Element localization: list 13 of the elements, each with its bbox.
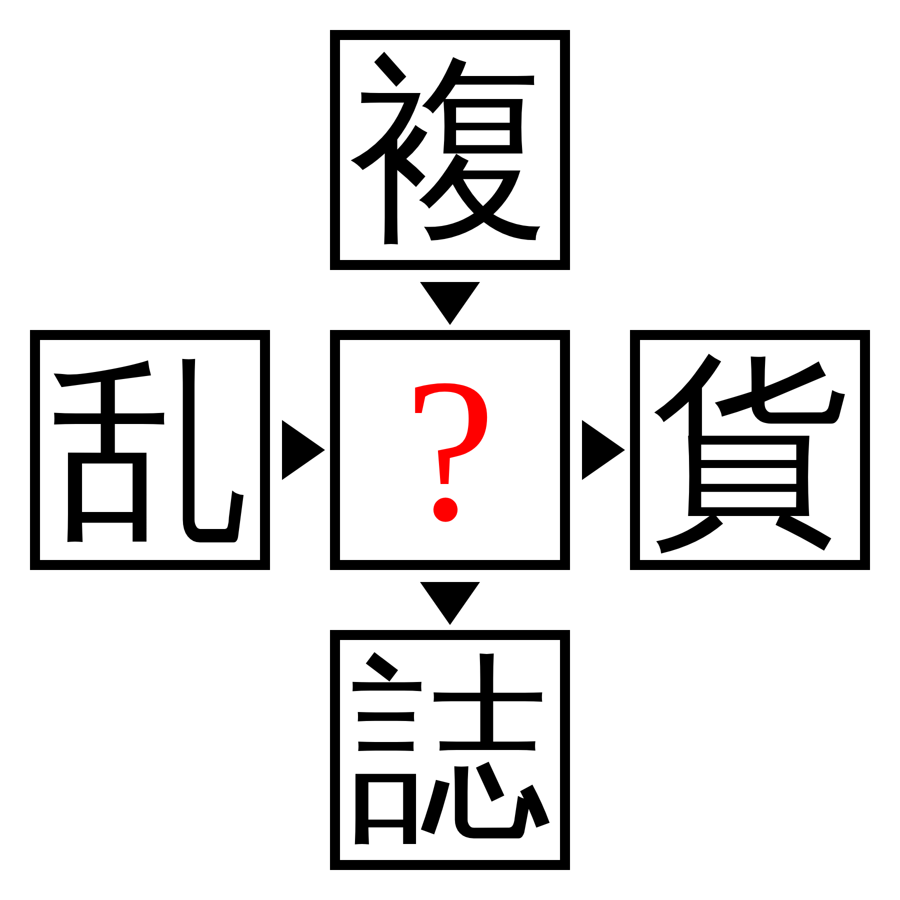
character-box	[330, 30, 570, 270]
kanji-character: 誌	[350, 650, 550, 850]
character-box	[30, 330, 270, 570]
arrow	[582, 420, 625, 480]
arrow	[420, 582, 480, 625]
arrow	[420, 282, 480, 325]
arrow	[282, 420, 325, 480]
question-mark: ?	[404, 348, 496, 552]
character-box	[330, 630, 570, 870]
kanji-character: 複	[350, 50, 550, 250]
kanji-character: 乱	[50, 350, 250, 550]
character-box	[330, 330, 570, 570]
character-box	[630, 330, 870, 570]
